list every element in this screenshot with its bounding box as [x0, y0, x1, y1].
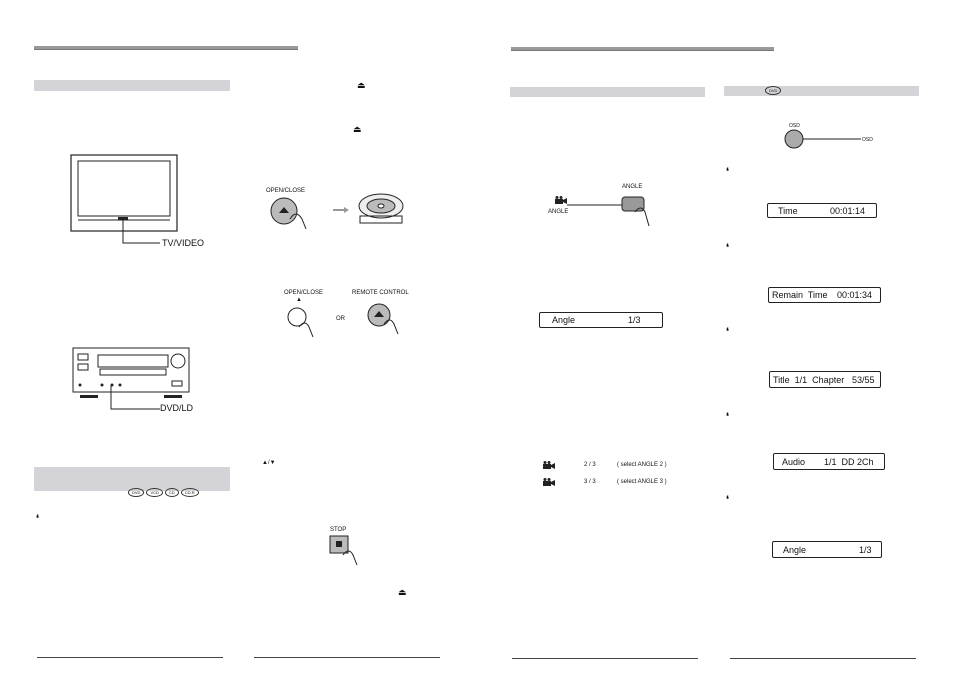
osd-time-display: Time 00:01:14	[767, 203, 877, 218]
bullet-mark: ❛	[726, 494, 729, 504]
eject-icon: ⏏	[353, 124, 362, 134]
or-text: OR	[336, 316, 345, 322]
angle-callout-line	[567, 204, 623, 206]
up-down-arrows: ▲/▼	[262, 460, 276, 466]
arrow-icon	[333, 207, 349, 213]
open-close-label-2: OPEN/CLOSE	[284, 290, 324, 296]
remote-eject-button[interactable]	[366, 302, 406, 342]
eject-icon: ⏏	[357, 80, 366, 90]
angle-display-value: 1/3	[628, 315, 641, 325]
section-bar-angle	[510, 87, 705, 97]
open-close-button[interactable]	[268, 197, 318, 231]
camera-icon	[543, 461, 555, 469]
osd-display-name: Time	[778, 205, 798, 216]
vcd-badge: VCD	[146, 488, 163, 497]
osd-remain-display: Remain Time 00:01:34	[768, 287, 881, 303]
dvd-ld-label: DVD/LD	[160, 403, 194, 413]
osd-display-name: Title 1/1 Chapter	[773, 374, 845, 385]
stop-button[interactable]	[329, 535, 363, 569]
osd-display-value: 1/1 DD 2Ch	[824, 456, 874, 467]
bullet-mark: ❛	[36, 513, 39, 523]
angle-list-value: 2 / 3	[584, 462, 596, 468]
osd-button[interactable]	[783, 129, 883, 151]
angle-list-value: 3 / 3	[584, 479, 596, 485]
angle-display-name: Angle	[552, 315, 576, 325]
osd-display-name: Angle	[783, 544, 807, 555]
eject-icon: ▲	[296, 297, 302, 303]
osd-display-value: 1/3	[859, 544, 872, 555]
angle-list-note: ( select ANGLE 3 )	[617, 479, 667, 485]
angle-list-note: ( select ANGLE 2 )	[617, 462, 667, 468]
open-close-panel-button[interactable]	[285, 305, 325, 345]
bullet-mark: ❛	[726, 411, 729, 421]
tv-callout-line	[122, 218, 160, 244]
receiver-illustration	[72, 347, 190, 398]
bullet-mark: ❛	[726, 166, 729, 176]
header-rule-right	[511, 47, 774, 51]
dvd-badge: DVD	[765, 86, 782, 95]
open-close-label: OPEN/CLOSE	[266, 188, 306, 194]
cd-badge: CD	[164, 488, 179, 497]
footer-line	[37, 657, 223, 658]
footer-line	[730, 658, 916, 659]
angle-button-label: ANGLE	[622, 184, 643, 190]
osd-angle-display: Angle 1/3	[772, 541, 882, 558]
angle-display: Angle 1/3	[539, 312, 663, 328]
footer-line	[254, 657, 440, 658]
angle-icon-label: ANGLE	[548, 209, 569, 215]
header-rule-left	[34, 46, 298, 50]
tv-video-label: TV/VIDEO	[162, 238, 205, 248]
bullet-mark: ❛	[726, 242, 729, 252]
osd-line-label: OSD	[862, 137, 873, 143]
camera-icon	[555, 196, 567, 204]
remote-control-label: REMOTE CONTROL	[352, 290, 409, 296]
osd-button-label: OSD	[789, 123, 800, 129]
osd-display-value: 00:01:14	[830, 205, 866, 216]
cdr-badge: CD-R	[180, 488, 199, 497]
section-bar-osd	[724, 86, 919, 96]
bullet-mark: ❛	[726, 326, 729, 336]
footer-line	[512, 658, 698, 659]
stop-label: STOP	[330, 527, 347, 533]
disc-tray-icon	[358, 193, 404, 224]
camera-icon	[543, 478, 555, 486]
section-bar-discs	[34, 467, 230, 491]
dvd-badge: DVD	[128, 488, 145, 497]
eject-icon: ⏏	[398, 587, 407, 597]
angle-button[interactable]	[621, 196, 657, 234]
osd-audio-display: Audio 1/1 DD 2Ch	[773, 453, 885, 470]
section-bar-tv	[34, 80, 230, 91]
osd-display-value: 00:01:34	[837, 290, 873, 300]
dvd-callout-line	[110, 385, 160, 410]
osd-title-display: Title 1/1 Chapter 53/55	[769, 371, 881, 388]
osd-display-name: Remain Time	[772, 290, 828, 300]
osd-display-value: 53/55	[852, 374, 875, 385]
osd-display-name: Audio	[782, 456, 806, 467]
